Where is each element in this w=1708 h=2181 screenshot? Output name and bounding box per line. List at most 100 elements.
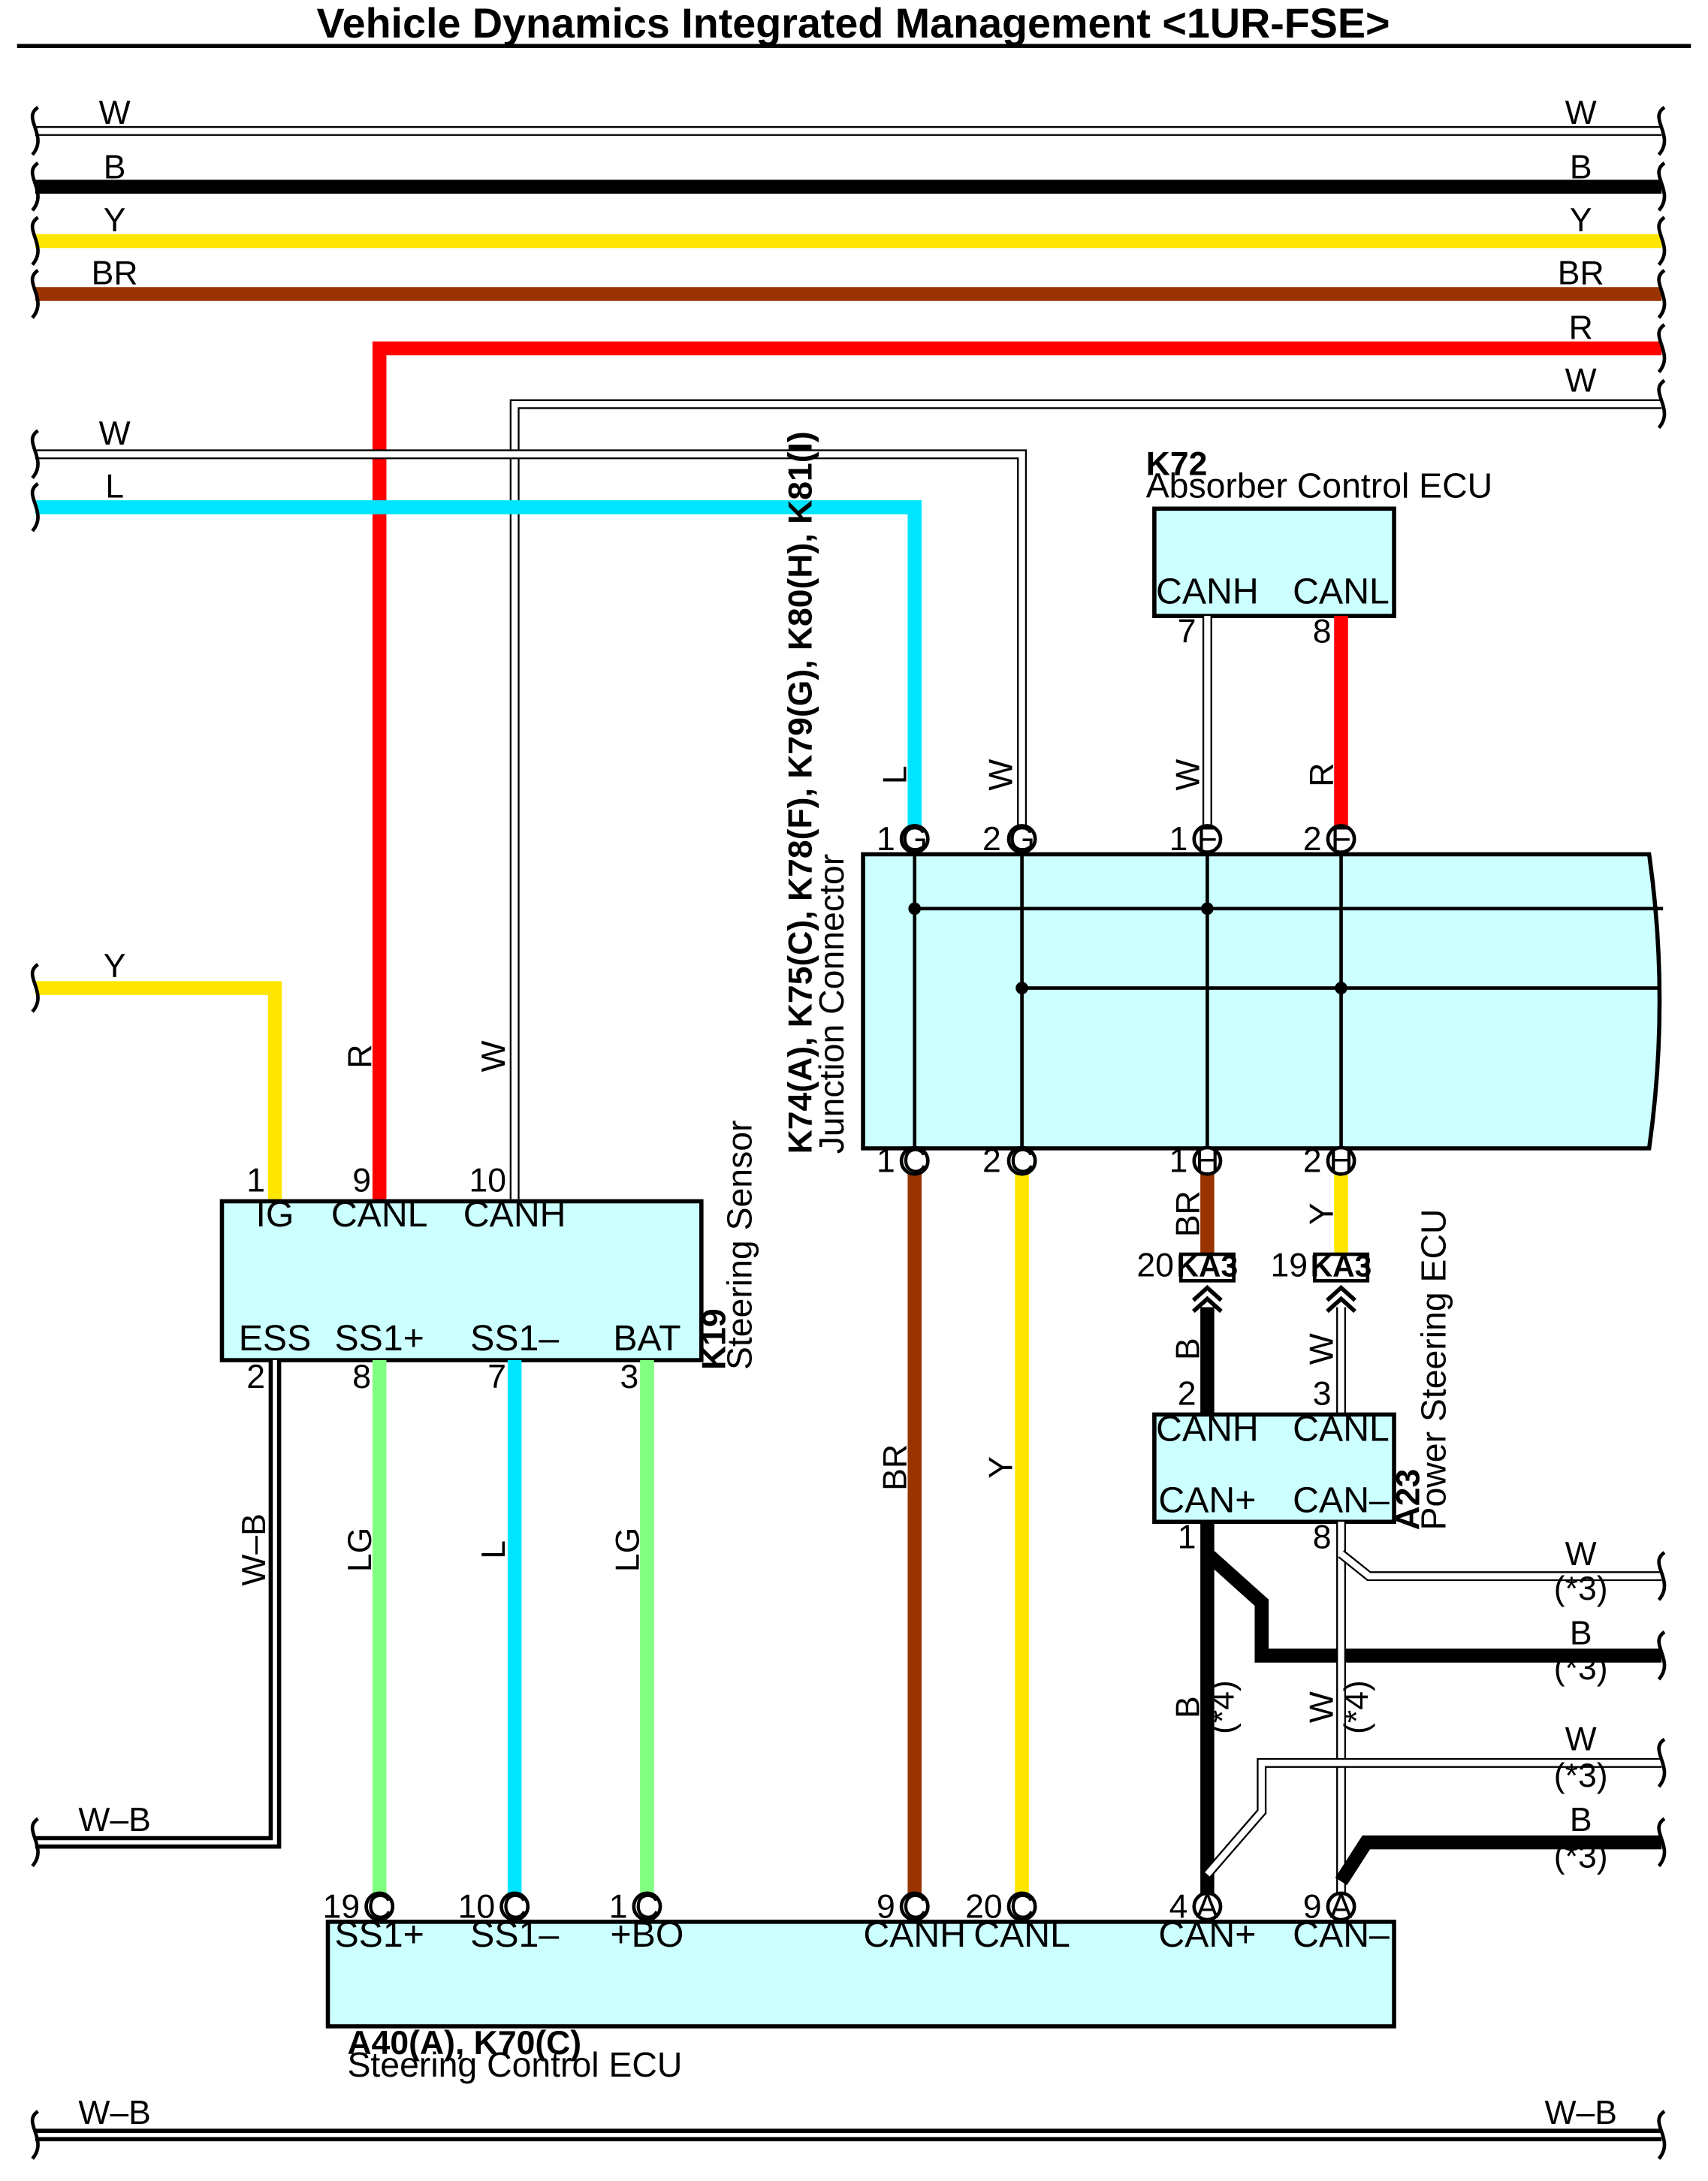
wire-break-mark [1657,2110,1667,2160]
wire-break-mark [30,105,40,156]
wire-y-ig [35,981,282,1202]
wire-label: BR [877,1444,914,1491]
wire-label: B [1169,1696,1206,1718]
wire-label: W [1565,95,1597,131]
wire-b-a23-branch [1203,1549,1662,1663]
component-id: K72 [1146,446,1208,483]
connector-letter: H [1195,1143,1219,1180]
wire-break-mark [30,269,40,319]
wire-label: W [99,95,131,131]
steering-control-ecu: SS1+ SS1– +BO CANH CANL CAN+ CAN– A40(A)… [325,1914,1396,2084]
wire-label: W [1565,1721,1597,1758]
wire-break-mark [1657,1551,1667,1601]
connector-id: KA3 [1311,1249,1372,1284]
wire-note: (*4) [1338,1680,1375,1734]
signal-label: ESS [239,1318,312,1359]
signal-label: BAT [613,1318,680,1359]
signal-label: CAN– [1293,1480,1390,1520]
diagram-title: Vehicle Dynamics Integrated Management <… [317,0,1390,47]
k72-absorber-control-ecu: K72 Absorber Control ECU CANH CANL 7 8 [1146,446,1492,650]
connector-letter: C [367,1888,391,1925]
wire-label: W [983,759,1020,791]
wire-break-mark [1657,216,1667,267]
wire-label: B [104,149,126,186]
pin-number: 2 [1303,821,1322,858]
wire-label: W [475,1041,512,1072]
wire-label: BR [1169,1190,1206,1237]
pin-number: 1 [1169,821,1188,858]
connector-letter: F [1331,821,1351,858]
wire-label: W–B [78,2095,150,2131]
junction-connector: K74(A), K75(C), K78(F), K79(G), K80(H), … [782,431,1664,1154]
wire-l-jc-g1 [35,500,922,840]
connector-letter: G [1009,821,1035,858]
pin-number: 1 [877,821,895,858]
wire-label: W [1565,1536,1597,1573]
pin-number: 8 [1313,613,1332,650]
wire-r-canl [372,341,1662,1202]
pin-number: 10 [458,1888,496,1925]
wire-break-mark [1657,105,1667,156]
connector-letter: C [903,1143,927,1180]
wire-label: Y [104,202,126,239]
wire-w-lower-branch [1203,1757,1662,1878]
component-name: Junction Connector [812,854,851,1154]
component-id: A40(A), K70(C) [347,2025,581,2062]
pin-number: 19 [1270,1247,1308,1284]
wire-w-canh [509,399,1662,1202]
break-marks [30,105,1667,2160]
component-id: K74(A), K75(C), K78(F), K79(G), K80(H), … [782,431,819,1154]
connector-letter: F [1197,821,1218,858]
pin-number: 4 [1169,1888,1188,1925]
jc-top-pins: G G F F 1 2 1 2 [877,821,1356,858]
pin-number: 2 [1178,1375,1197,1412]
connector-letter: A [1197,1888,1219,1925]
signal-label: CANH [463,1194,566,1235]
connector-letter: C [635,1888,659,1925]
wire-note: (*3) [1554,1570,1608,1607]
connector-letter: H [1329,1143,1353,1180]
wire-break-mark [1657,323,1667,373]
pin-number: 1 [609,1888,628,1925]
connector-letter: C [903,1888,927,1925]
wire-break-mark [1657,269,1667,319]
wire-label: LG [342,1528,379,1572]
pin-number: 9 [1303,1888,1322,1925]
wire-note: (*3) [1554,1757,1608,1794]
pin-number: 3 [620,1359,639,1395]
wire-label: Y [1570,202,1592,239]
signal-label: CANL [331,1194,428,1235]
pin-number: 2 [246,1359,265,1395]
wire-note: (*4) [1205,1680,1242,1734]
wire-label: L [475,1540,512,1559]
wire-label: BR [1558,255,1604,292]
signal-label: SS1+ [334,1318,424,1359]
component-name: Power Steering ECU [1414,1209,1453,1531]
wire-break-mark [1657,1817,1667,1868]
pin-number: 10 [469,1163,507,1199]
component-name: Absorber Control ECU [1146,466,1492,505]
wire-break-mark [1657,161,1667,212]
wire-label: B [1570,1802,1592,1839]
ka3-connector: KA3 KA3 20 19 [1136,1247,1372,1314]
wire-w-a23-branch [1338,1549,1662,1582]
pin-number: 2 [982,1143,1001,1180]
component-name: Steering Control ECU [347,2045,682,2084]
wire-label: W–B [236,1513,273,1585]
wire-label: W [1169,759,1206,791]
wire-break-mark [1657,1737,1667,1788]
pin-number: 1 [1169,1143,1188,1180]
component-id: A23 [1390,1469,1426,1531]
wire-label: L [877,765,914,784]
wire-break-mark [30,963,40,1013]
connector-letter: G [901,821,928,858]
wire-label: Y [104,948,126,985]
wire-break-mark [30,1817,40,1868]
component-name: Steering Sensor [720,1120,759,1370]
pin-number: 1 [877,1143,895,1180]
pin-number: 2 [1303,1143,1322,1180]
wire-b-lower-branch [1335,1835,1662,1886]
pin-number: 1 [1178,1519,1197,1556]
pin-number: 9 [877,1888,895,1925]
wire-label: B [1570,1615,1592,1652]
